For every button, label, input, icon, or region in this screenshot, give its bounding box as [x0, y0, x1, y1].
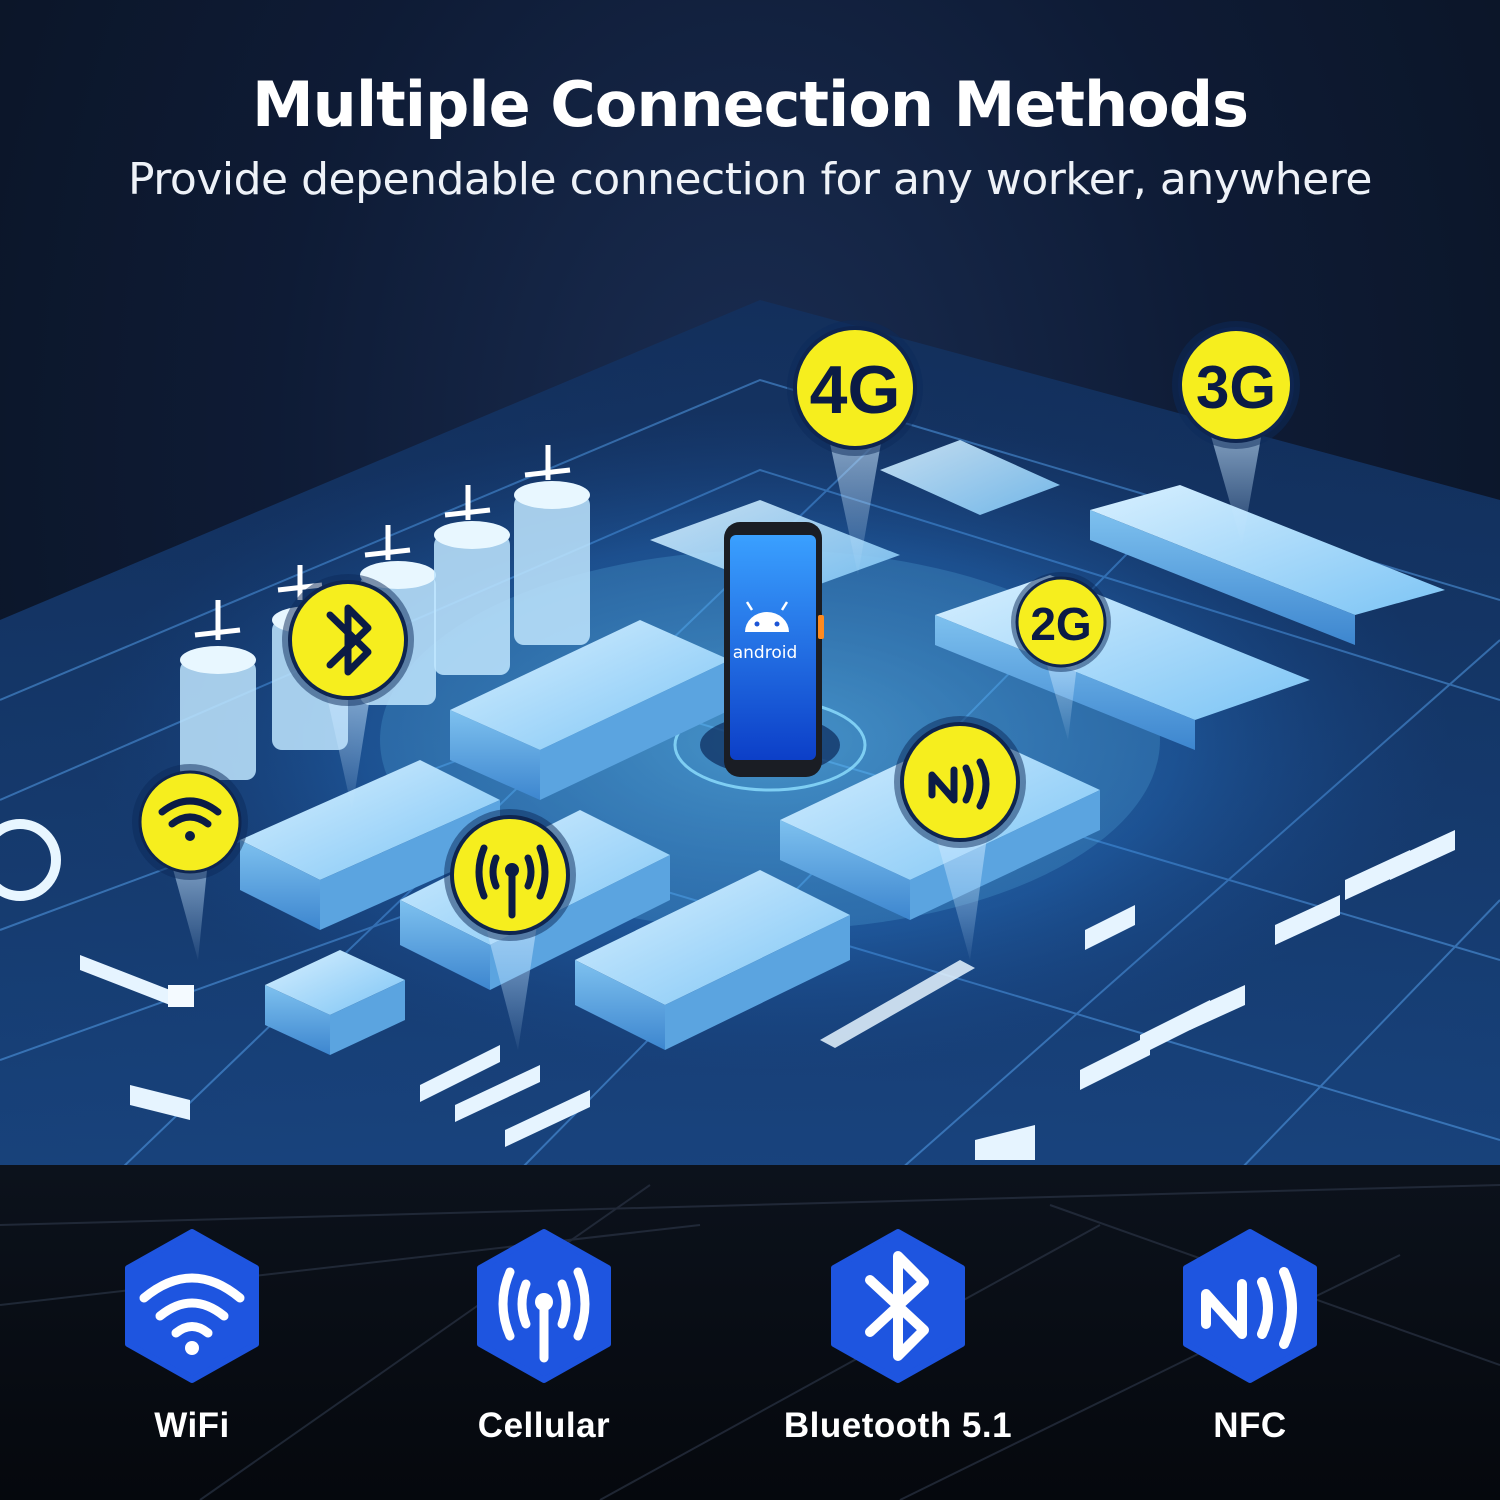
android-device: android — [724, 522, 824, 777]
feature-nfc-label: NFC — [1213, 1406, 1287, 1445]
feature-wifi: WiFi — [42, 1228, 342, 1446]
bluetooth-hex-badge — [831, 1229, 965, 1383]
nfc-icon — [1201, 1267, 1297, 1349]
ring-marker — [0, 819, 61, 901]
cellular-antenna-icon — [475, 844, 549, 919]
wifi-hex-badge — [125, 1229, 259, 1383]
wifi-icon — [139, 1273, 245, 1338]
android-logo-icon — [745, 601, 789, 632]
feature-bluetooth-label: Bluetooth 5.1 — [783, 1406, 1013, 1445]
feature-bluetooth: Bluetooth 5.1 — [748, 1228, 1048, 1446]
bluetooth-icon — [865, 1251, 929, 1361]
pin-3g: 3G — [1172, 321, 1300, 449]
page-title: Multiple Connection Methods — [251, 68, 1249, 141]
bluetooth-icon — [326, 604, 372, 676]
feature-cellular-label: Cellular — [477, 1406, 611, 1445]
pin-3g-label: 3G — [1196, 354, 1276, 421]
wifi-icon — [158, 797, 222, 828]
pin-bluetooth — [282, 574, 414, 706]
feature-wifi-label: WiFi — [154, 1406, 230, 1445]
pin-cellular — [444, 809, 576, 941]
pin-wifi — [132, 764, 248, 880]
cellular-hex-badge — [477, 1229, 611, 1383]
pin-2g: 2G — [1011, 572, 1111, 672]
page-subtitle: Provide dependable connection for any wo… — [128, 154, 1372, 205]
nfc-icon — [928, 758, 990, 810]
feature-nfc: NFC — [1100, 1228, 1400, 1446]
logistics-park-scene: android 4G 3G 2G — [0, 300, 1500, 1170]
android-label: android — [733, 643, 798, 663]
pin-4g: 4G — [787, 320, 923, 456]
pin-tails — [165, 415, 1265, 1050]
pin-2g-label: 2G — [1030, 598, 1091, 650]
feature-cellular: Cellular — [394, 1228, 694, 1446]
pin-nfc — [894, 716, 1026, 848]
nfc-hex-badge — [1183, 1229, 1317, 1383]
trucks — [80, 830, 1455, 1160]
pin-4g-label: 4G — [810, 352, 901, 428]
cellular-antenna-icon — [498, 1267, 590, 1363]
